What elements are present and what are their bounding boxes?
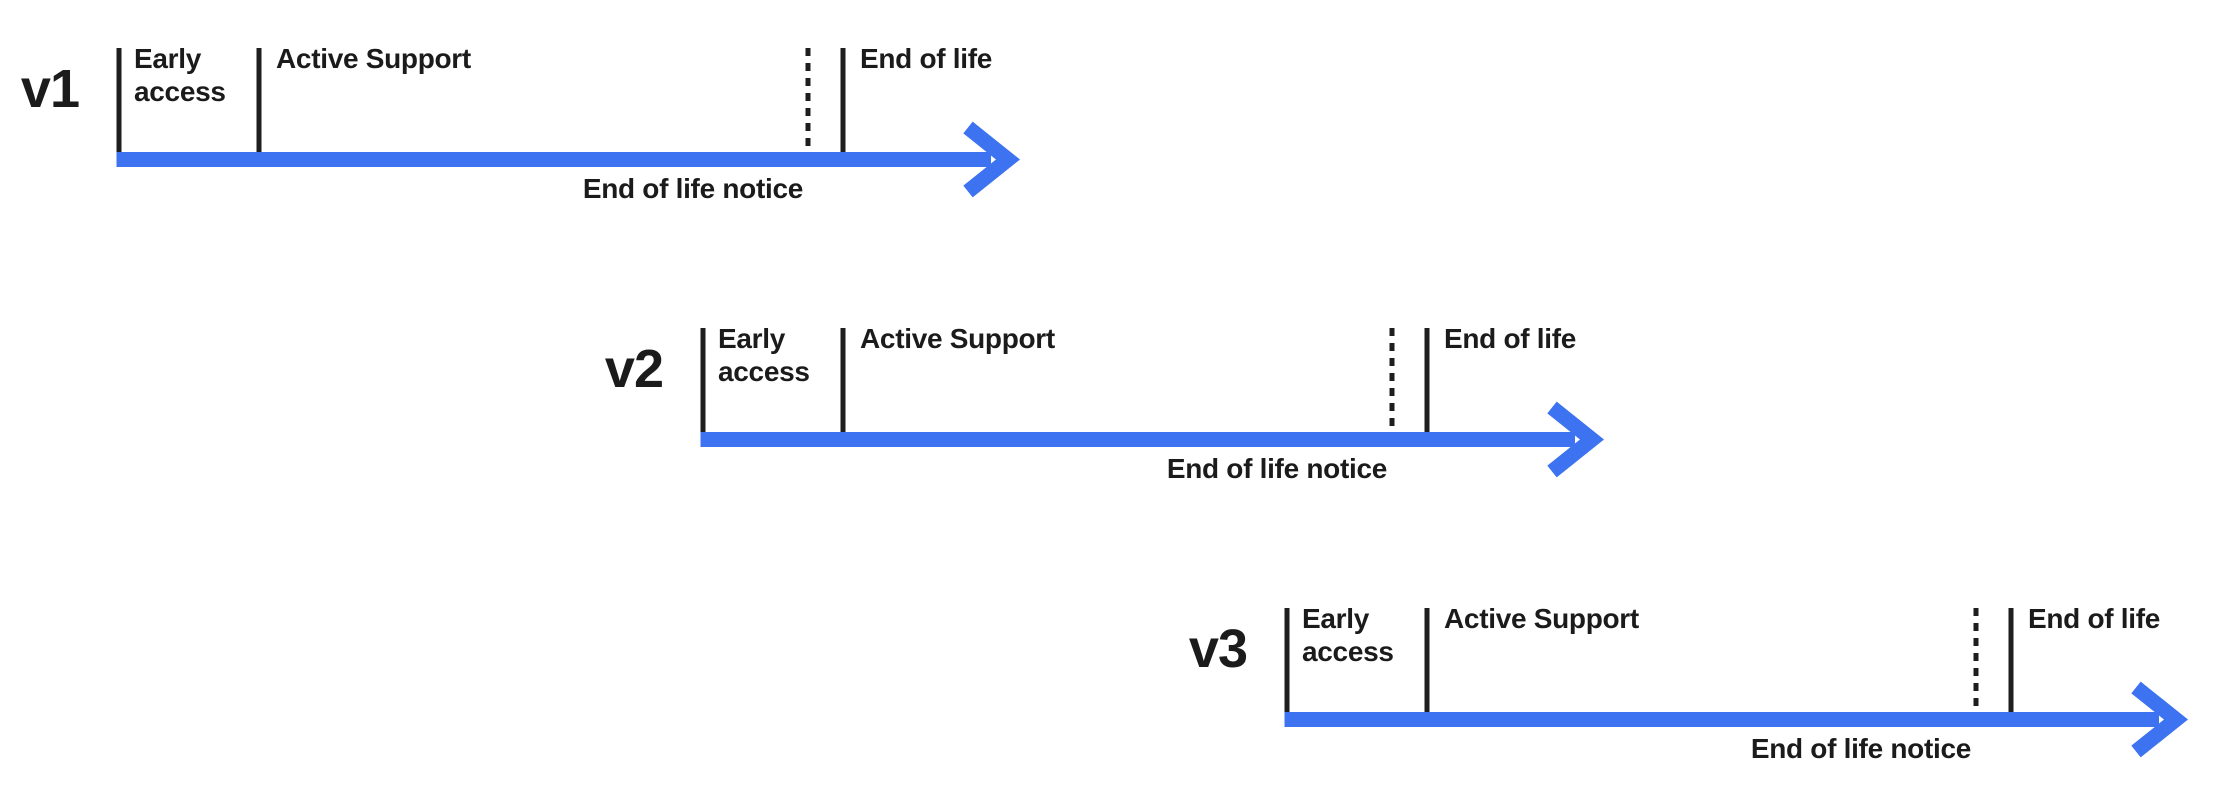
end-of-life-notice-label: End of life notice bbox=[1750, 733, 1971, 764]
end-of-life-notice-label: End of life notice bbox=[1166, 453, 1387, 484]
phase-label-early-access: Early access bbox=[1302, 603, 1394, 667]
phase-label-end-of-life: End of life bbox=[2028, 603, 2161, 634]
version-label: v1 bbox=[20, 59, 80, 119]
arrowhead-icon bbox=[1547, 401, 1605, 478]
arrowhead-icon bbox=[963, 121, 1021, 198]
timeline-graphics bbox=[1284, 608, 2189, 758]
timeline-graphics bbox=[700, 328, 1605, 478]
phase-label-active-support: Active Support bbox=[860, 323, 1055, 354]
phase-label-end-of-life: End of life bbox=[860, 43, 993, 74]
phase-label-active-support: Active Support bbox=[1444, 603, 1639, 634]
arrowhead-icon bbox=[2131, 681, 2189, 758]
phase-label-end-of-life: End of life bbox=[1444, 323, 1577, 354]
phase-label-early-access: Early access bbox=[134, 43, 226, 107]
version-label: v3 bbox=[1188, 619, 1248, 679]
phase-label-early-access: Early access bbox=[718, 323, 810, 387]
end-of-life-notice-label: End of life notice bbox=[582, 173, 803, 204]
phase-label-active-support: Active Support bbox=[276, 43, 471, 74]
version-label: v2 bbox=[604, 339, 664, 399]
timeline-graphics bbox=[116, 48, 1021, 198]
